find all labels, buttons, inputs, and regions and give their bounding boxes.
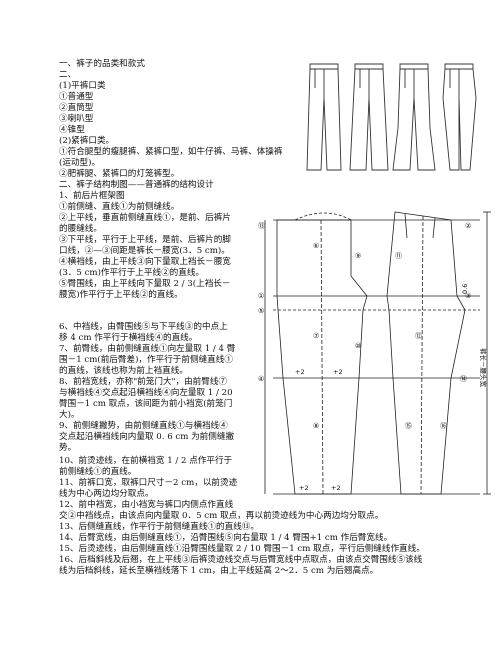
text-line: 11、前裤口宽，取裤口尺寸－2 cm，以前烫迹 [59,478,238,488]
text-line: ④横裆线，由上平线③向下量取上裆长－腰宽 [59,257,231,267]
text-line: 二、裤子结构制图——普通裤的结构设计 [59,180,214,190]
text-line: 10、前烫迹线，在前横裆宽 1 / 2 点作平行于 [59,456,233,466]
pants-sketch-straight [306,63,342,171]
text-line: (3．5 cm)作平行于上平线②的直线。 [59,268,205,278]
text-line: 势。 [59,443,77,453]
text-line: 与横裆线④交点起沿横裆线④向左量取 1 / 20 [59,388,233,398]
text-line: 14、后臀宽线，由后侧缝直线①，沿臀围线⑤向右量取 1 / 4 臀围+1 cm … [59,533,393,543]
text-line: ①符合腿型的瘦腿裤、紧裤口型，如牛仔裤、马裤、体操裤 [59,147,283,157]
hem-label-left: +2 [299,484,309,492]
figure-label: ① [258,292,264,300]
figure-label: ⑯ [440,422,447,430]
text-line: ②上平线，垂直前侧缝直线①，是前、后裤片 [59,213,231,223]
figure-label: ③ [465,292,471,300]
text-line: 13、后侧缝直线，作平行于前侧缝直线①的直线⑬。 [59,522,259,532]
figure-label: ④ [258,375,264,383]
text-line: 腰宽)作平行于上平线②的直线。 [59,290,183,300]
figure-label: ⑥ [313,242,319,250]
dim-small-label: 0.6 [461,284,469,294]
text-line: 臀围－1 cm 取点，该间距为前小裆宽(前笼门 [59,399,233,409]
figure-label: ⑧ [313,422,319,430]
vertical-length-label: 裤长－腰头宽 [479,348,488,388]
text-line: 6、中裆线，由臀围线⑤与下平线③的中点上 [59,322,228,332]
trouser-pattern-diagram: ⑬ ① ⑤ ④ ⑥ ⑦ ⑧ ⑨ ⑩ ⑪ ⑫ ② ③ ⑭ ⑮ ⑯ +2 +2 +2… [258,211,491,495]
text-line: 12、前中裆宽，由小裆宽与裤口内侧点作直线 [59,500,234,510]
ease-label-right: +2 [333,368,343,376]
figure-label: ⑦ [313,332,319,340]
text-line: 1、前后片框架图 [59,191,125,201]
text-line: 7、前臀线，由前侧缝直线①向左量取 1 / 4 臀 [59,344,236,354]
figure-label: ⑤ [258,307,264,315]
hem-label-right: +2 [331,484,341,492]
pants-sketch-flare [349,63,389,171]
figure-label: ② [465,222,471,230]
text-line: ①前侧缝、直线①为前侧缝线。 [59,202,180,212]
text-line: 交②中裆线点，由该点向内量取 0．5 cm 取点，再以前烫迹线为中心两边均分取点… [59,511,384,521]
text-line: 线为后档斜线，延长至横裆线落下 1 cm，由上平线延高 2～2．5 cm 为后翘… [59,566,379,576]
pants-sketch-tapered [442,63,477,171]
text-line: 口线，②—③间距是裤长－腰宽(3．5 cm)。 [59,246,230,256]
text-line: 线为中心两边均分取点。 [59,489,154,499]
text-line: 8、前裆宽线，亦称"前笼门大"，由前臀线⑦ [59,377,228,387]
text-line: 一、裤子的品类和款式 [59,59,145,69]
text-line: ②直筒型 [59,103,94,113]
text-line: 15、后烫迹线，由后侧缝直线①沿臀围线量取 2 / 10 臀围－1 cm 取点，… [59,544,425,554]
text-line: 的腰缝线。 [59,224,102,234]
ease-label-left: +2 [295,368,305,376]
text-line: ②肥裤腿、紧裤口的灯笼裤型。 [59,169,180,179]
figure-label: ⑭ [460,375,467,383]
text-line: 移 4 cm 作平行于横裆线④的直线。 [59,333,198,343]
text-line: 围－1 cm(前后臀差)，作平行于前侧缝直线① [59,355,233,365]
text-line: (运动型)。 [59,158,101,168]
figure-label: ⑮ [405,422,412,430]
pants-sketch-bell [392,63,436,171]
text-line: (2)紧裤口类。 [59,136,115,146]
text-line: 16、后档斜线及后翘，在上平线③后裤烫迹线交点与后臀宽线中点取点，由该点交臀围线… [59,555,423,565]
pants-style-sketches [306,63,477,171]
text-line: 的直线，该线也称为前上裆直线。 [59,366,188,376]
text-line: 大)。 [59,410,80,420]
figure-label: ⑨ [355,252,361,260]
text-line: ①普通型 [59,92,94,102]
text-line: (1)平裤口类 [59,81,106,91]
figure-label: ⑫ [415,332,422,340]
text-line: ③喇叭型 [59,114,94,124]
text-line: ③下平线，平行于上平线，是前、后裤片的脚 [59,235,231,245]
text-line: ⑤臀围线，由上平线向下量取 2 / 3(上裆长－ [59,279,231,289]
text-line: 交点起沿横裆线向内量取 0. 6 cm 为前侧缝撇 [59,432,235,442]
text-line: 二、 [59,70,77,80]
text-line: 9、前侧缝撇势，由前侧缝直线①与横裆线④ [59,421,228,431]
figure-label: ⑪ [395,252,402,260]
figure-label: ⑬ [258,222,265,230]
figure-label: ⑩ [355,342,361,350]
text-line: 前侧缝线①的直线。 [59,467,137,477]
text-line: ④锥型 [59,125,85,135]
